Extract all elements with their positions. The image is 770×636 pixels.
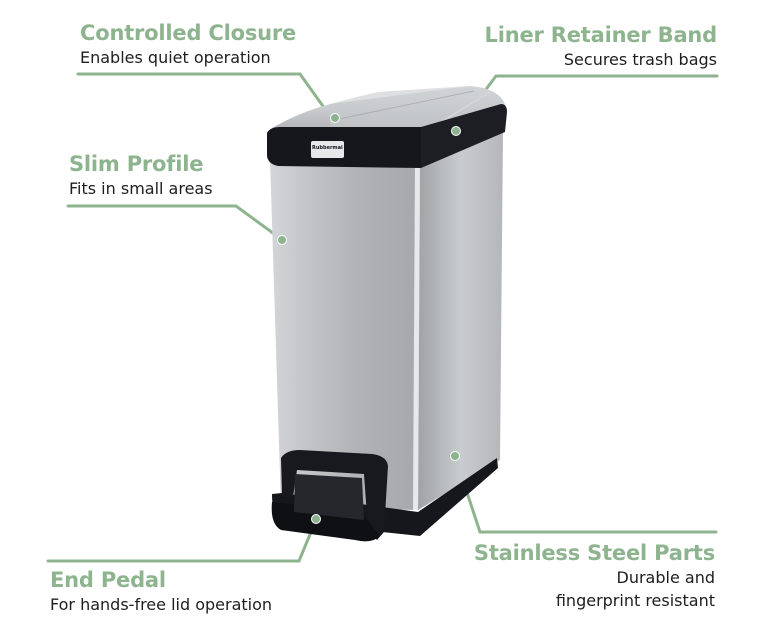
feature-description-line1: Durable and <box>616 568 715 587</box>
feature-title: Slim Profile <box>69 152 204 176</box>
marker-dot <box>451 126 461 136</box>
leader-end-pedal <box>46 518 318 563</box>
feature-title: Liner Retainer Band <box>484 23 718 47</box>
feature-description: Enables quiet operation <box>80 48 271 67</box>
feature-end-pedal: End Pedal For hands-free lid operation <box>50 567 272 616</box>
brand-logo: Rubbermaid <box>312 145 343 151</box>
feature-liner-retainer-band: Liner Retainer Band Secures trash bags <box>484 22 718 71</box>
feature-description: For hands-free lid operation <box>50 595 273 614</box>
marker-dot <box>277 235 287 245</box>
brand-logo-plate <box>311 141 344 158</box>
feature-controlled-closure: Controlled Closure Enables quiet operati… <box>80 20 296 69</box>
feature-stainless-steel-parts: Stainless Steel Parts Durable and finger… <box>474 540 715 612</box>
marker-dot <box>311 514 321 524</box>
marker-dot <box>330 113 340 123</box>
feature-slim-profile: Slim Profile Fits in small areas <box>69 151 213 200</box>
feature-description: Secures trash bags <box>563 50 717 69</box>
feature-description: Fits in small areas <box>69 179 213 198</box>
leader-slim-profile <box>66 204 283 241</box>
leader-controlled-closure <box>76 72 332 118</box>
feature-description-line2: fingerprint resistant <box>555 591 715 610</box>
pedal <box>271 450 388 542</box>
marker-dot <box>450 451 460 461</box>
feature-title: End Pedal <box>50 568 166 592</box>
feature-title: Controlled Closure <box>80 21 297 45</box>
feature-title: Stainless Steel Parts <box>473 541 715 565</box>
